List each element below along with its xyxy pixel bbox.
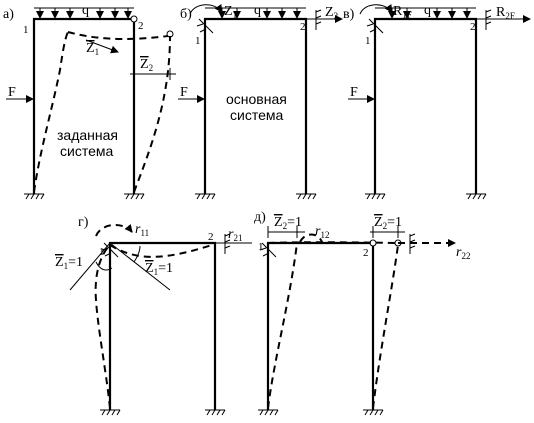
panel-d-r12-arc bbox=[299, 233, 323, 243]
panel-d-support-left bbox=[258, 409, 279, 416]
panel-d-node2: 2 bbox=[363, 247, 369, 259]
panel-b-link-node2 bbox=[315, 9, 322, 30]
panel-v: в) q 1 R1F 2 R2F F bbox=[343, 3, 531, 200]
panel-b-z1-arc bbox=[189, 3, 223, 15]
panel-v-link-node2 bbox=[485, 9, 492, 30]
panel-b-support-left bbox=[195, 193, 216, 200]
panel-v-clamp-node1 bbox=[366, 18, 384, 34]
panel-d-node1: 1 bbox=[258, 241, 264, 253]
panel-b: б) q 1 Z1 2 Z2 F bbox=[178, 3, 343, 200]
panel-a-z1: Z1 bbox=[86, 41, 99, 57]
panel-b-clamp-node1 bbox=[196, 18, 214, 34]
panel-d-deflection-right bbox=[372, 244, 399, 409]
panel-v-node2: 2 bbox=[470, 21, 476, 33]
panel-v-letter: в) bbox=[343, 7, 355, 22]
panel-v-force-label: F bbox=[350, 85, 358, 100]
panel-g-link-node2 bbox=[224, 233, 231, 254]
panel-g-node2: 2 bbox=[208, 231, 214, 243]
panel-g-frame bbox=[108, 241, 217, 410]
panel-a-deflection-right bbox=[133, 35, 171, 193]
panel-a-caption-2: система bbox=[60, 143, 113, 159]
panel-g: г) 1 r11 2 r21 Z1=1 Z1=1 bbox=[55, 215, 252, 416]
panel-b-force-label: F bbox=[180, 85, 188, 100]
panel-g-letter: г) bbox=[78, 215, 89, 230]
panel-b-node1: 1 bbox=[195, 35, 201, 47]
panel-b-node2: 2 bbox=[300, 21, 306, 33]
panel-g-z1-right: Z1=1 bbox=[145, 261, 173, 277]
panel-v-node1: 1 bbox=[365, 35, 371, 47]
panel-a-node1: 1 bbox=[23, 24, 29, 36]
panel-d: д) 1 2 r12 Z2=1 Z2=1 r22 bbox=[254, 210, 470, 416]
panel-d-r22: r22 bbox=[456, 245, 470, 261]
panel-g-r21: r21 bbox=[228, 227, 242, 243]
panel-d-hinge bbox=[369, 239, 377, 247]
panel-d-z2-right: Z2=1 bbox=[374, 215, 402, 231]
panel-v-support-right bbox=[466, 193, 487, 200]
panel-g-support-right bbox=[205, 409, 226, 416]
panel-d-z2-left: Z2=1 bbox=[274, 215, 302, 231]
panel-b-letter: б) bbox=[180, 7, 192, 22]
panel-d-frame bbox=[266, 241, 375, 410]
panel-v-frame bbox=[373, 17, 478, 194]
panel-a-q-label: q bbox=[82, 3, 89, 18]
panel-a-deflection-left bbox=[33, 31, 69, 193]
panel-b-z2: Z2 bbox=[325, 5, 338, 21]
panel-a-letter: а) bbox=[3, 7, 14, 22]
panel-v-r1f-arc bbox=[359, 3, 393, 15]
panel-b-support-right bbox=[296, 193, 317, 200]
panel-b-caption-2: система bbox=[230, 107, 283, 123]
panel-b-frame bbox=[203, 17, 308, 194]
panel-g-rot-line-left bbox=[69, 242, 111, 291]
panel-g-z1-left: Z1=1 bbox=[55, 255, 83, 271]
panel-v-q-label: q bbox=[424, 3, 431, 18]
panel-v-r2f: R2F bbox=[496, 5, 515, 21]
panel-a-load-q bbox=[34, 7, 134, 19]
panel-g-deflection-column bbox=[94, 244, 111, 409]
panel-a-deflection-beam bbox=[67, 31, 169, 40]
panel-g-rot-line-right bbox=[109, 242, 171, 291]
panel-a-node2: 2 bbox=[138, 20, 144, 32]
panel-a-support-right bbox=[124, 193, 145, 200]
panel-d-deflection-left bbox=[267, 242, 298, 409]
panel-g-angle-arc-right bbox=[133, 245, 141, 263]
panel-g-r11-arc bbox=[95, 224, 133, 237]
panel-a-support-left bbox=[24, 193, 45, 200]
panel-d-r12: r12 bbox=[315, 224, 329, 240]
panel-a-frame bbox=[32, 17, 136, 194]
panel-d-deflection-beam bbox=[267, 241, 399, 244]
panel-a-hinge bbox=[130, 15, 138, 23]
panel-d-support-right bbox=[363, 409, 384, 416]
panel-a-caption-1: заданная bbox=[57, 127, 118, 143]
panel-b-caption-1: основная bbox=[226, 91, 287, 107]
panel-g-angle-arc-left bbox=[95, 261, 113, 271]
panel-a-force-label: F bbox=[8, 85, 16, 100]
panel-a-z2: Z2 bbox=[140, 57, 153, 73]
panel-g-support-left bbox=[100, 409, 121, 416]
panel-v-r1f: R1F bbox=[393, 4, 412, 20]
panel-d-letter: д) bbox=[254, 210, 266, 225]
panel-a-z1-arrow bbox=[85, 39, 119, 54]
panel-v-support-left bbox=[365, 193, 386, 200]
panel-b-z1: Z1 bbox=[224, 4, 237, 20]
panel-d-clamp-node1 bbox=[259, 242, 277, 258]
panel-g-r11: r11 bbox=[135, 222, 149, 238]
panel-b-q-label: q bbox=[254, 3, 261, 18]
panel-a: а) q 1 2 F bbox=[3, 3, 176, 200]
